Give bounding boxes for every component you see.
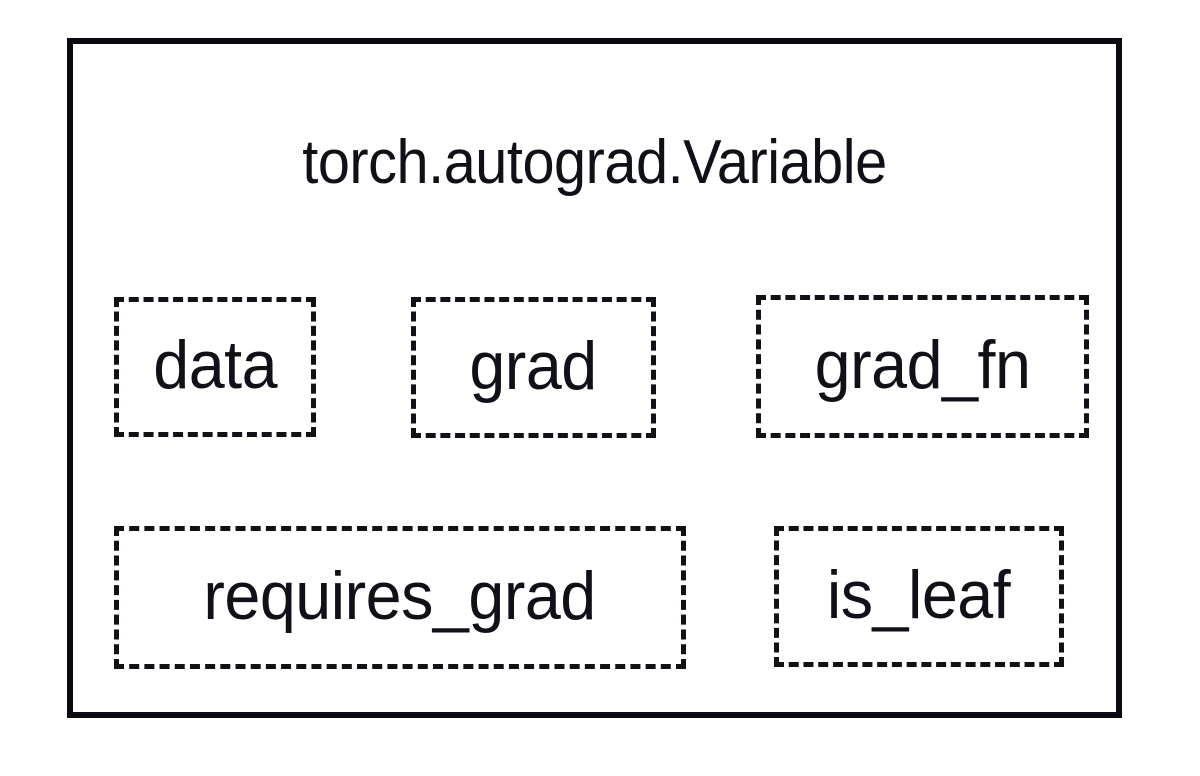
- attribute-label-is-leaf: is_leaf: [827, 556, 1011, 633]
- class-title: torch.autograd.Variable: [302, 128, 887, 197]
- attribute-label-grad: grad: [469, 327, 598, 404]
- attribute-box-data[interactable]: data: [114, 297, 316, 437]
- diagram-frame: torch.autograd.Variable data grad grad_f…: [67, 38, 1122, 718]
- attribute-row-1: data grad grad_fn: [73, 295, 1116, 439]
- attribute-box-grad[interactable]: grad: [411, 297, 656, 438]
- attribute-box-grad-fn[interactable]: grad_fn: [756, 295, 1089, 438]
- attribute-box-is-leaf[interactable]: is_leaf: [774, 526, 1064, 667]
- attribute-row-2: requires_grad is_leaf: [73, 526, 1116, 669]
- attribute-label-requires-grad: requires_grad: [203, 557, 597, 634]
- attribute-box-requires-grad[interactable]: requires_grad: [114, 526, 686, 669]
- attribute-label-data: data: [153, 327, 277, 403]
- attribute-label-grad-fn: grad_fn: [814, 326, 1031, 403]
